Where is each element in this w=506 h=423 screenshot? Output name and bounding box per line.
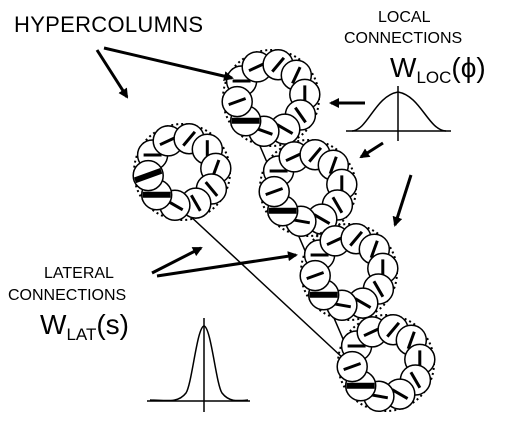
local-label-line2: CONNECTIONS [344,31,462,47]
lateral-weight-symbol: WLAT(s) [40,311,129,339]
local-weight-w: W [390,52,416,83]
hypercolumn [222,50,320,147]
local-weight-argument: (ϕ) [451,52,485,83]
hypercolumn [300,224,398,321]
lateral-label-line1: LATERAL [44,266,114,282]
lateral-kernel-plot [147,318,250,412]
hypercolumn [337,315,435,412]
arrow-hypercolumns-to-left [97,50,127,97]
hypercolumn [133,124,231,221]
local-label-line1: LOCAL [378,10,430,26]
lateral-weight-subscript: LAT [66,325,96,344]
arrow-local-to-lower [395,175,411,225]
hypercolumn [259,140,357,237]
local-weight-subscript: LOC [416,68,451,87]
local-kernel-plot [346,86,451,141]
arrow-local-to-mid [361,143,383,157]
lateral-weight-argument: (s) [96,309,129,340]
local-weight-symbol: WLOC(ϕ) [390,54,486,82]
hypercolumns-label: HYPERCOLUMNS [14,14,203,36]
arrow-hypercolumns-to-top [104,48,232,78]
lateral-label-line2: CONNECTIONS [8,288,126,304]
lateral-weight-w: W [40,309,66,340]
